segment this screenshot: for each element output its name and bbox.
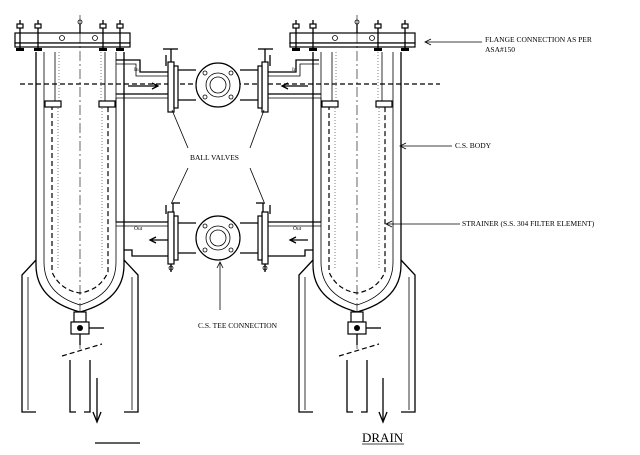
ball-valve-bottom-right	[256, 202, 271, 272]
left-leg-inner	[123, 259, 139, 413]
right-cover-bolts	[292, 19, 409, 51]
right-flange-ring	[289, 42, 416, 48]
label-body: C.S. BODY	[455, 141, 492, 150]
tee-connection-flange	[178, 215, 258, 261]
inlet-tee-flange	[178, 62, 258, 108]
label-out-right: Out	[293, 226, 302, 232]
ball-valve-bottom-left	[165, 202, 180, 272]
label-ball-valves: BALL VALVES	[190, 153, 239, 162]
inlet-piping	[116, 48, 321, 113]
label-flange-connection: FLANGE CONNECTION AS PER	[485, 35, 592, 44]
left-cover-plate	[14, 32, 131, 44]
right-strainer-housing	[289, 15, 416, 424]
label-strainer: STRAINER (S.S. 304 FILTER ELEMENT)	[462, 219, 595, 228]
left-strainer-housing	[14, 15, 139, 424]
right-leg-outer	[298, 259, 314, 413]
leader-lines	[95, 38, 482, 444]
right-drain-valve	[338, 311, 381, 357]
right-cover-plate	[289, 32, 416, 44]
label-drain: DRAIN	[362, 430, 404, 445]
right-leg-inner	[400, 259, 416, 413]
outlet-piping	[115, 98, 322, 272]
left-drain-valve	[61, 311, 104, 357]
left-flange-ring	[14, 42, 131, 48]
label-in-left: In	[134, 67, 139, 73]
left-leg-outer	[21, 259, 37, 413]
ball-valve-top-right	[257, 48, 273, 113]
label-flange-standard: ASA#150	[485, 45, 515, 54]
label-tee-connection: C.S. TEE CONNECTION	[198, 321, 278, 330]
label-in-right: In	[292, 67, 297, 73]
label-out-left: Out	[134, 226, 143, 232]
ball-valve-top-left	[163, 48, 179, 113]
